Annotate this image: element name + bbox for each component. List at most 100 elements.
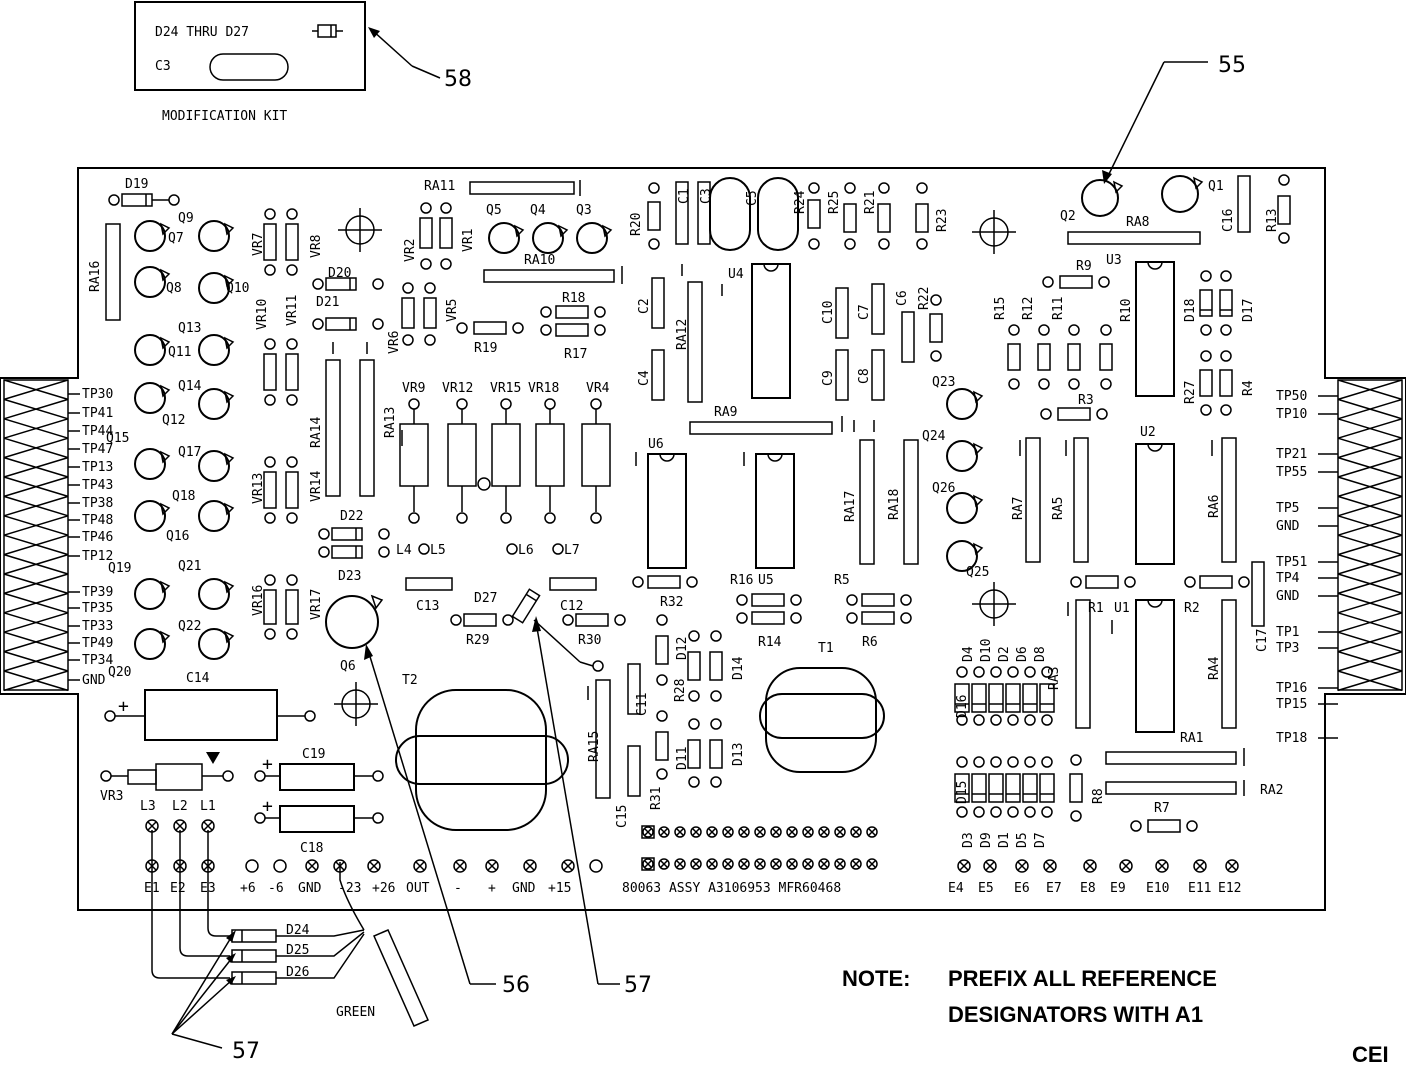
terminal-icon [413,859,427,873]
label-R22: R22 [917,287,932,310]
terminal-icon [957,859,971,873]
label-RA2: RA2 [1260,783,1283,798]
left-edge-connector [3,379,69,692]
c19-c18-capacitors: C19 + + C18 [254,747,384,856]
d24-diode: D24 [231,923,310,943]
label-D19: D19 [125,177,148,192]
label-VR10: VR10 [255,299,270,330]
terminal-label: +15 [548,881,571,896]
label-C14: C14 [186,671,210,686]
terminal-label: E10 [1146,881,1169,896]
tp-label: TP55 [1276,465,1307,480]
label-R14: R14 [758,635,782,650]
label-VR15: VR15 [490,381,521,396]
label-L4: L4 [396,543,412,558]
l-inductors: L4 L5 L6 L7 [396,477,580,558]
ra16-resistor-array: RA16 [88,223,121,321]
callout-58: 58 [444,67,472,92]
ra17-ra18-arrays: RA17 RA18 [843,420,919,565]
kit-line1: D24 THRU D27 [155,25,249,40]
label-D16: D16 [955,695,970,718]
label-Q19: Q19 [108,561,131,576]
label-Q25: Q25 [966,565,989,580]
label-C8: C8 [857,368,872,384]
terminal-label: E11 [1188,881,1211,896]
tp-label: TP48 [82,513,113,528]
label-C1: C1 [677,188,692,204]
label-T2: T2 [402,673,418,688]
label-VR14: VR14 [309,471,324,502]
terminal-icon [1225,859,1239,873]
top-middle-components: R20 C1 C3 C5 R24 R25 R21 R23 [629,177,950,251]
label-VR2: VR2 [403,239,418,262]
terminal-label: E2 [170,881,186,896]
transistor-outline [198,500,230,532]
transistor-outline [198,334,230,366]
d25-diode: D25 [231,943,309,963]
label-D7: D7 [1033,832,1048,848]
tp-label: TP30 [82,387,113,402]
label-Q10: Q10 [226,281,249,296]
label-D4: D4 [961,646,976,662]
t2-transformer: T2 [395,673,569,831]
terminal-icon [523,859,537,873]
label-R9: R9 [1076,259,1092,274]
label-R25: R25 [827,191,842,214]
label-Q20: Q20 [108,665,131,680]
label-T1: T1 [818,641,834,656]
terminal-icon [305,859,319,873]
bottom-kit-diodes: D24 D25 D26 GREEN [151,830,429,1027]
label-Q1: Q1 [1208,179,1224,194]
label-VR16: VR16 [251,585,266,616]
transistor-outline [134,334,166,366]
ra1-ra2-area: RA1 RA2 R8 R7 [1069,731,1283,833]
tp-label: TP49 [82,636,113,651]
label-R3: R3 [1078,393,1094,408]
label-C18: C18 [300,841,323,856]
label-RA4: RA4 [1207,656,1222,680]
terminal-label: - [454,881,462,896]
note-block: NOTE: PREFIX ALL REFERENCE DESIGNATORS W… [842,966,1389,1066]
label-R30: R30 [578,633,601,648]
tp-label: GND [82,673,106,688]
terminal-label: E4 [948,881,964,896]
d20-d21-diodes: D20 D21 [312,266,384,331]
label-Q3: Q3 [576,203,592,218]
terminal-label: E9 [1110,881,1126,896]
modification-kit-box: D24 THRU D27 C3 MODIFICATION KIT 58 [134,1,472,124]
label-C2: C2 [637,298,652,314]
label-Q6: Q6 [340,659,356,674]
transistor-outline [134,382,166,414]
terminal-label: E7 [1046,881,1062,896]
ra9-array: RA9 [689,405,843,435]
label-C10: C10 [821,301,836,324]
q23-q26-transistors: Q23 Q24 Q26 Q25 [922,375,989,580]
label-Q9: Q9 [178,211,194,226]
label-VR5: VR5 [445,299,460,322]
tp-label: TP41 [82,406,113,421]
transistor-outline [134,628,166,660]
svg-text:+: + [262,754,273,775]
label-D22: D22 [340,509,363,524]
label-R6: R6 [862,635,878,650]
label-D21: D21 [316,295,339,310]
terminal-icon [561,859,575,873]
tp-label: TP21 [1276,447,1307,462]
label-C11: C11 [635,693,650,716]
label-VR9: VR9 [402,381,425,396]
label-Q23: Q23 [932,375,955,390]
label-D10: D10 [979,639,994,662]
label-R21: R21 [863,191,878,214]
label-RA9: RA9 [714,405,737,420]
diode-arrow-icon [206,752,220,764]
label-Q15: Q15 [106,431,129,446]
label-VR6: VR6 [387,331,402,354]
label-RA18: RA18 [887,489,902,520]
label-D9: D9 [979,832,994,848]
tp-label: TP44 [82,424,113,439]
green-wire-label: GREEN [336,1005,375,1020]
label-L1: L1 [200,799,216,814]
tp-label: TP46 [82,530,113,545]
label-Q2: Q2 [1060,209,1076,224]
